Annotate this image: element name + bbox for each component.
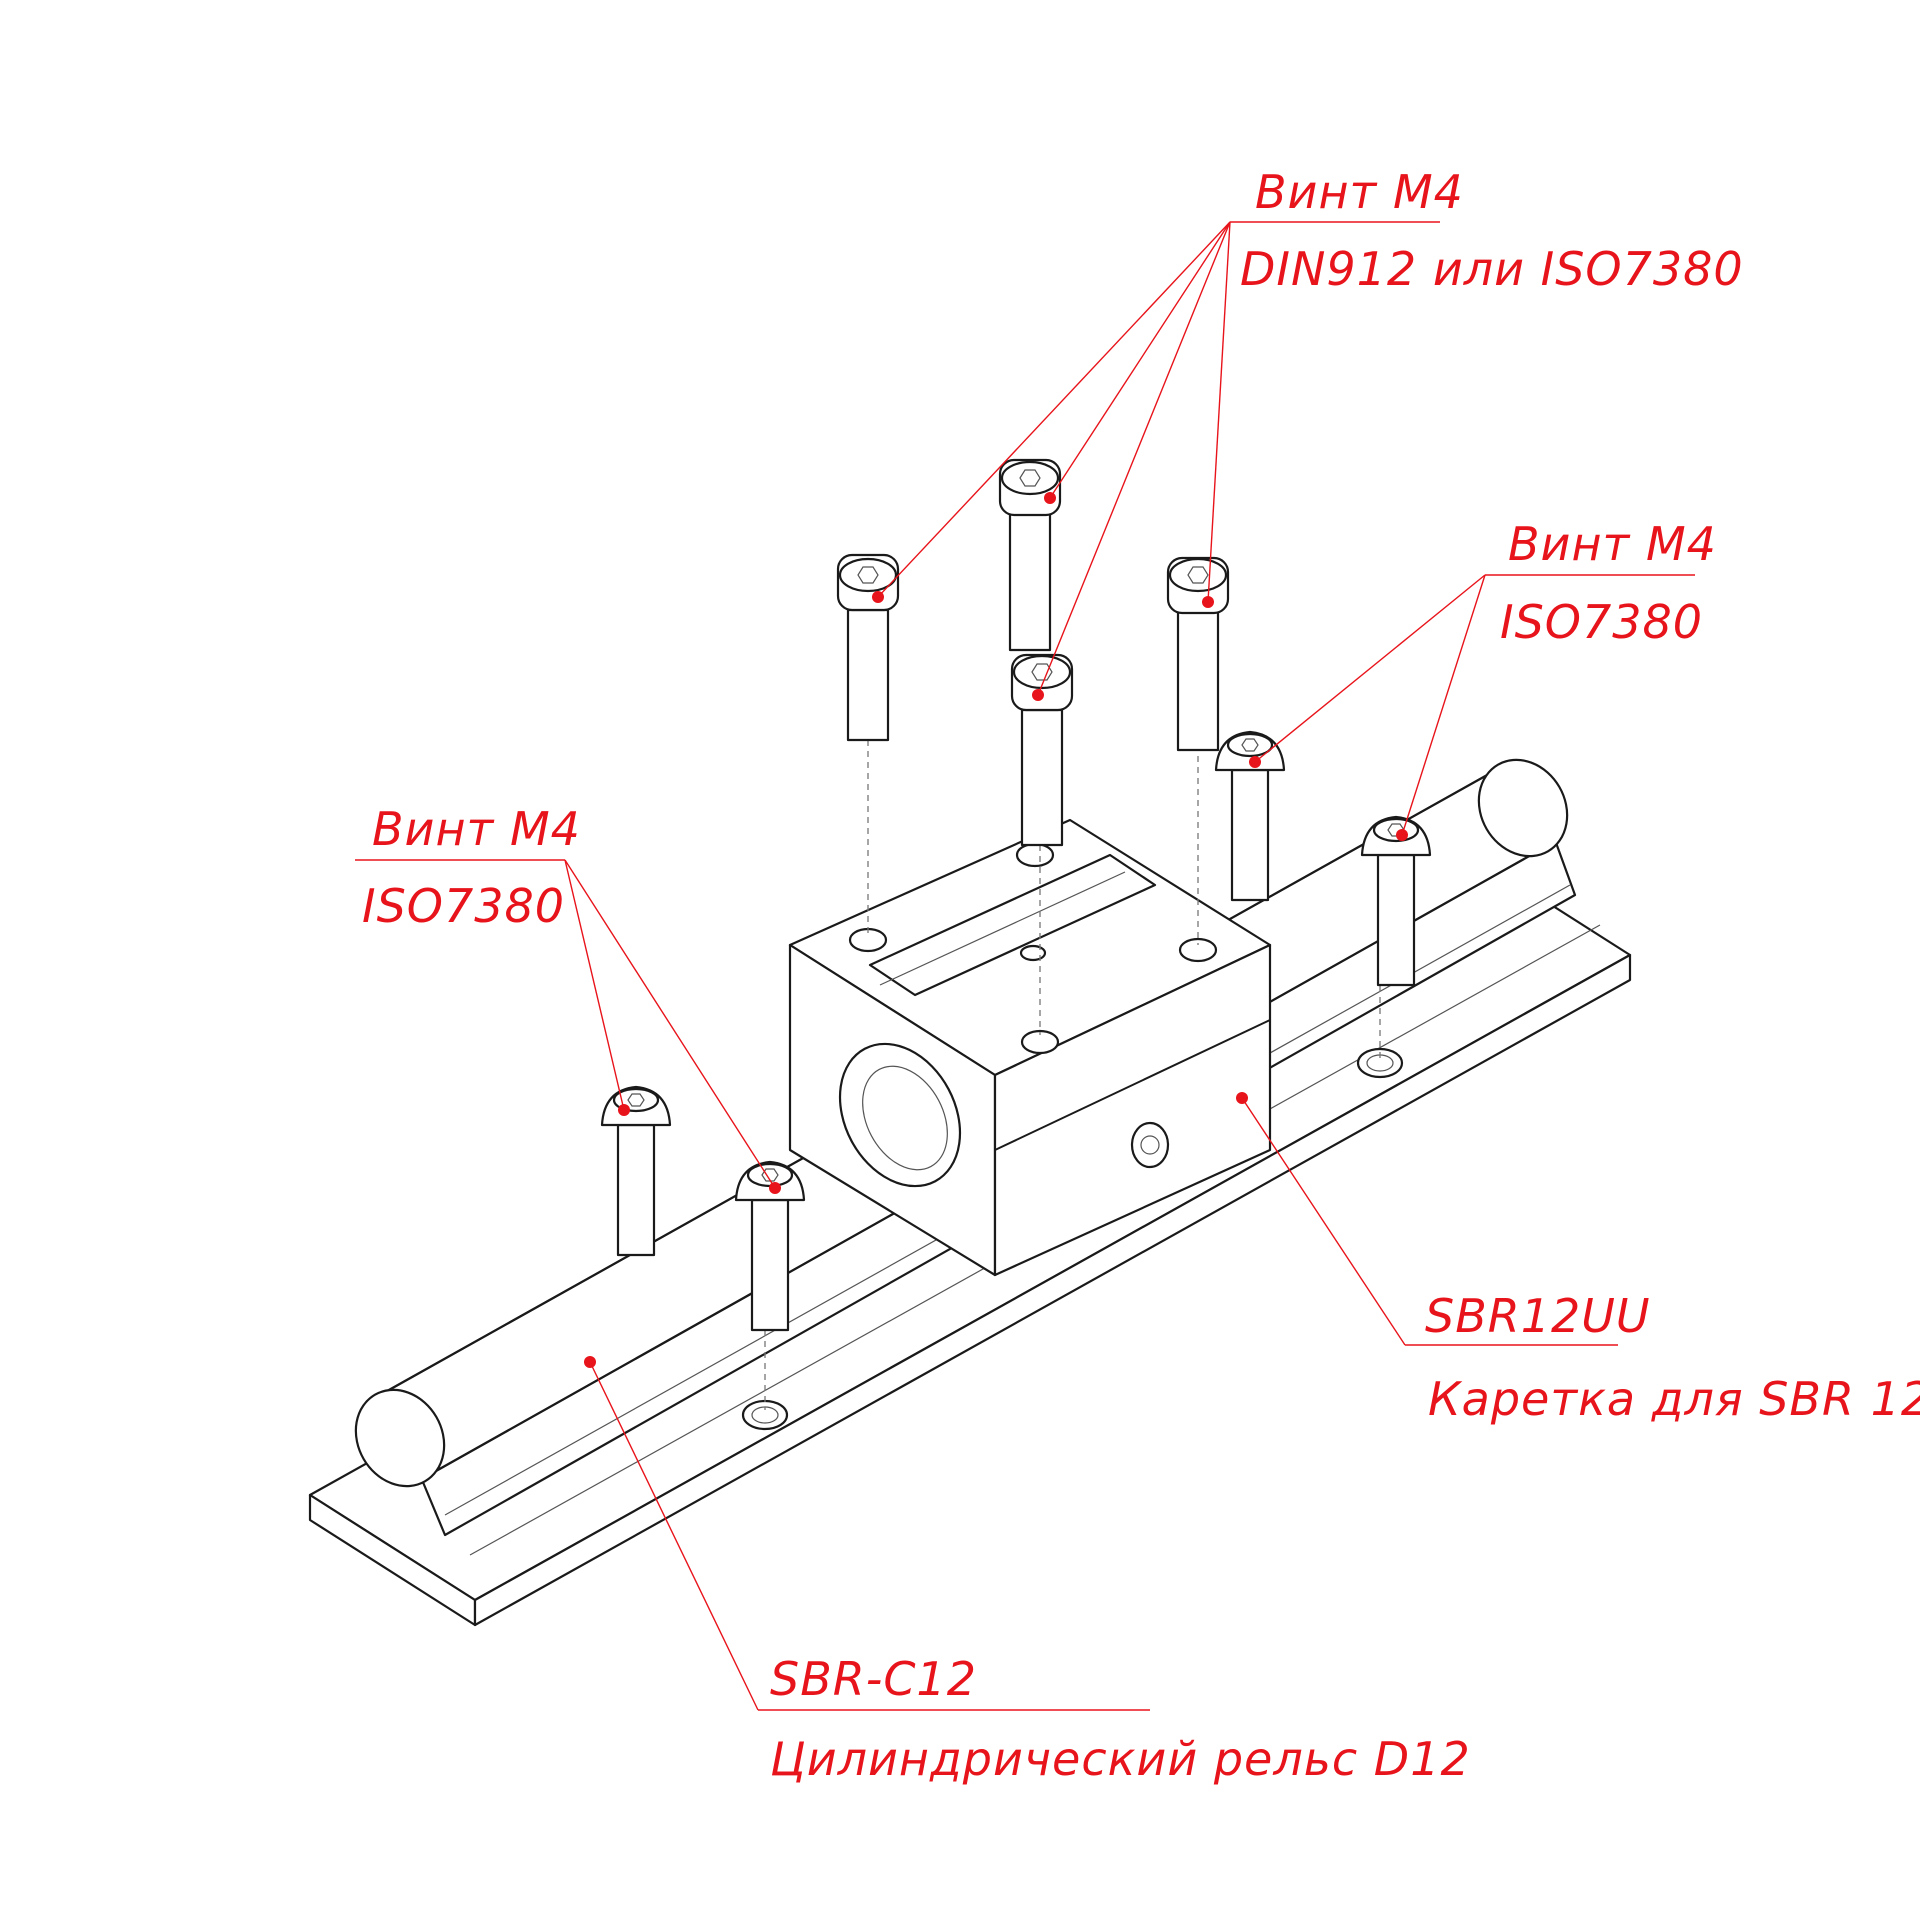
callout-screw-right: Винт М4 ISO7380 <box>1249 517 1717 841</box>
screw-top-label-1: Винт М4 <box>1255 165 1464 219</box>
callout-screw-left: Винт М4 ISO7380 <box>355 802 781 1194</box>
screw-iso7380-left-1 <box>600 1085 672 1257</box>
rail-base-holes <box>741 1047 1404 1431</box>
rail-label-1: SBR-C12 <box>770 1652 977 1706</box>
screw-left-label-2: ISO7380 <box>362 879 565 933</box>
carriage-block <box>788 818 1272 1277</box>
carriage-label-2: Каретка для SBR 12 <box>1428 1372 1920 1426</box>
screw-right-label-2: ISO7380 <box>1500 595 1703 649</box>
assembly-axes <box>764 740 1381 1410</box>
screw-din912-4 <box>1010 653 1074 847</box>
callout-carriage: SBR12UU Каретка для SBR 12 <box>1236 1092 1920 1426</box>
callout-rail: SBR-C12 Цилиндрический рельс D12 <box>584 1356 1471 1786</box>
carriage-label-1: SBR12UU <box>1425 1289 1651 1343</box>
callout-screw-top: Винт М4 DIN912 или ISO7380 <box>872 165 1744 701</box>
screw-iso7380-right-1 <box>1214 730 1286 902</box>
screw-din912-3 <box>1166 556 1230 752</box>
screw-iso7380-right-2 <box>1360 815 1432 987</box>
screw-right-label-1: Винт М4 <box>1508 517 1717 571</box>
screw-top-label-2: DIN912 или ISO7380 <box>1240 242 1744 296</box>
screw-din912-1 <box>836 553 900 742</box>
screw-left-label-1: Винт М4 <box>372 802 581 856</box>
screw-din912-2 <box>998 458 1062 652</box>
rail-label-2: Цилиндрический рельс D12 <box>770 1732 1471 1786</box>
screw-iso7380-left-2 <box>734 1160 806 1332</box>
